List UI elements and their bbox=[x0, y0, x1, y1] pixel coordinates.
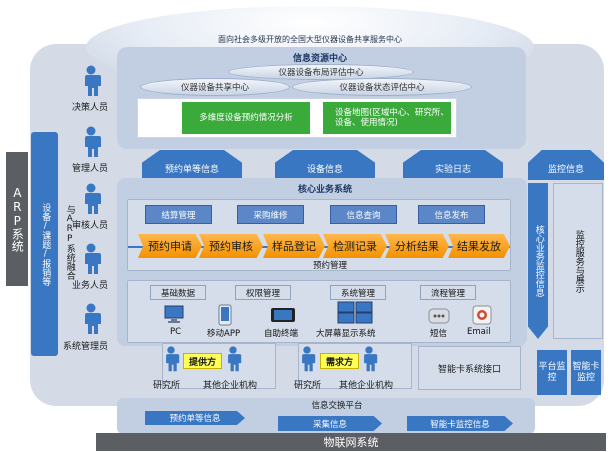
module-settlement: 结算管理 bbox=[145, 205, 212, 224]
arp-system-bar: ARP系统 bbox=[6, 152, 28, 286]
device-email-label: Email bbox=[467, 327, 491, 337]
demander-badge: 需求方 bbox=[320, 353, 359, 369]
reviewer-person-icon bbox=[80, 183, 102, 215]
supplier-enterprise-label: 其他企业机构 bbox=[203, 381, 258, 391]
device-kiosk-label: 自助终端 bbox=[264, 329, 299, 339]
supplier-institute-label: 研究所 bbox=[153, 381, 181, 391]
exchange-arrow-collect: 采集信息 bbox=[278, 416, 382, 431]
supplier-badge: 提供方 bbox=[183, 353, 222, 369]
status-eval-center: 仪器设备状态评估中心 bbox=[292, 78, 472, 96]
sysadmin-person-icon bbox=[80, 303, 102, 335]
monitor-service-display: 监控服务与展示 bbox=[553, 183, 603, 339]
demander-institute-person-icon bbox=[298, 345, 316, 376]
mgmt-permission: 权限管理 bbox=[235, 285, 291, 300]
mobile-app-icon bbox=[213, 304, 237, 329]
flow-step-review: 预约审核 bbox=[199, 234, 263, 258]
business-person-icon bbox=[80, 243, 102, 275]
manager-person-icon bbox=[80, 126, 102, 158]
email-icon bbox=[471, 304, 493, 329]
core-business-title: 核心业务系统 bbox=[297, 184, 352, 195]
kiosk-icon bbox=[270, 306, 296, 327]
role-reviewer: 审核人员 bbox=[72, 221, 109, 231]
role-decision: 决策人员 bbox=[72, 103, 109, 113]
module-query: 信息查询 bbox=[330, 205, 397, 224]
flow-step-result-release: 结果发放 bbox=[448, 234, 510, 258]
demander-enterprise-person-icon bbox=[360, 345, 378, 376]
supplier-institute-person-icon bbox=[162, 345, 180, 376]
reservation-analysis: 多维度设备预约情况分析 bbox=[182, 102, 310, 134]
role-business: 业务人员 bbox=[72, 281, 109, 291]
up-arrow-experiment-log: 实验日志 bbox=[403, 150, 503, 180]
reservation-management-label: 预约管理 bbox=[312, 260, 347, 271]
sms-icon bbox=[428, 306, 450, 329]
up-arrow-reservation-info: 预约单等信息 bbox=[142, 150, 242, 180]
smartcard-monitor: 智能卡监控 bbox=[571, 350, 601, 395]
role-manager: 管理人员 bbox=[72, 164, 109, 174]
up-arrow-equipment-info: 设备信息 bbox=[275, 150, 375, 180]
exchange-arrow-card-monitor: 智能卡监控信息 bbox=[407, 416, 513, 431]
platform-monitor: 平台监控 bbox=[537, 350, 567, 395]
role-sysadmin: 系统管理员 bbox=[63, 342, 109, 352]
share-center: 仪器设备共享中心 bbox=[140, 78, 290, 96]
core-monitor-info-arrow: 核心业务监控信息 bbox=[528, 183, 548, 339]
iot-system-bar: 物联网系统 bbox=[96, 433, 606, 451]
smartcard-interface: 智能卡系统接口 bbox=[418, 346, 521, 390]
big-screen-icon bbox=[337, 301, 373, 328]
mgmt-basic-data: 基础数据 bbox=[150, 285, 206, 300]
exchange-arrow-reservation: 预约单等信息 bbox=[145, 411, 245, 425]
flow-step-sample-register: 样品登记 bbox=[263, 234, 325, 258]
system-merge-bar: 设备/课题/报销等 bbox=[31, 132, 58, 356]
device-mobile-label: 移动APP bbox=[207, 329, 241, 339]
device-bigscreen-label: 大屏幕显示系统 bbox=[316, 329, 376, 339]
mgmt-system: 系统管理 bbox=[330, 285, 386, 300]
up-arrow-monitor-info: 监控信息 bbox=[528, 150, 604, 180]
equipment-map: 设备地图(区域中心、研究所、设备、使用情况) bbox=[323, 102, 451, 134]
device-sms-label: 短信 bbox=[430, 329, 448, 339]
demander-institute-label: 研究所 bbox=[294, 381, 322, 391]
demander-enterprise-label: 其他企业机构 bbox=[339, 381, 394, 391]
pc-icon bbox=[163, 305, 185, 328]
service-center-title: 面向社会多级开放的全国大型仪器设备共享服务中心 bbox=[218, 34, 402, 44]
mgmt-process: 流程管理 bbox=[420, 285, 476, 300]
flow-step-test-record: 检测记录 bbox=[323, 234, 387, 258]
decision-person-icon bbox=[80, 65, 102, 97]
arp-fusion-label: 与ARP系统融合 bbox=[64, 204, 75, 280]
flow-step-analysis-result: 分析结果 bbox=[385, 234, 449, 258]
module-publish: 信息发布 bbox=[418, 205, 485, 224]
supplier-enterprise-person-icon bbox=[224, 345, 242, 376]
device-pc-label: PC bbox=[170, 327, 182, 337]
module-procurement: 采购维修 bbox=[237, 205, 304, 224]
exchange-platform-title: 信息交换平台 bbox=[311, 400, 363, 411]
flow-step-apply: 预约申请 bbox=[138, 234, 202, 258]
info-resource-center-title: 信息资源中心 bbox=[292, 53, 347, 64]
